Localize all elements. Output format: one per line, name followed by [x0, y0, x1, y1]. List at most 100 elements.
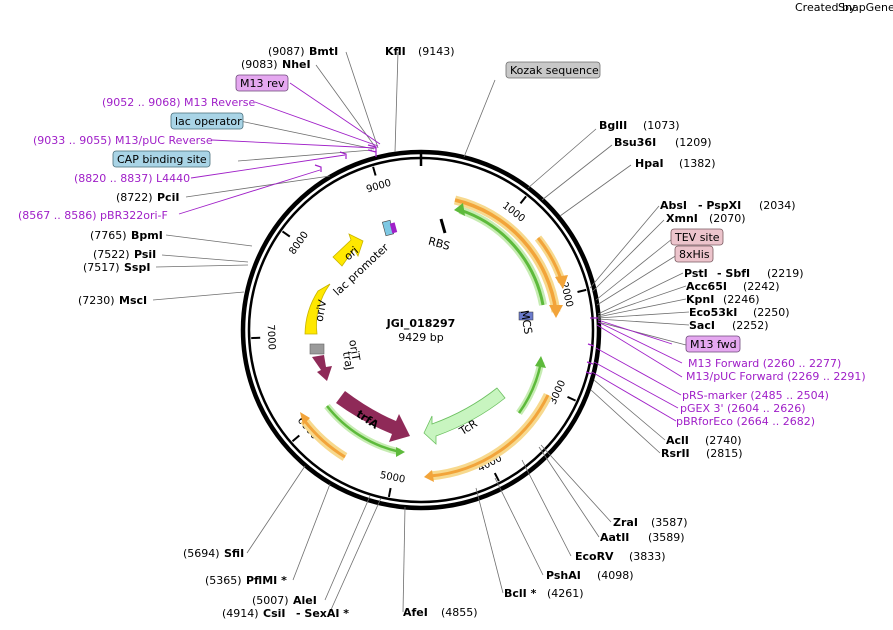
- traJ-label: traJ: [340, 350, 356, 371]
- oriT-feature: [309, 343, 325, 355]
- enzyme-acli-num: (2740): [705, 434, 742, 447]
- enzyme-bmti-num: (9087): [268, 45, 305, 58]
- primer-m13puc-reverse: (9033 .. 9055) M13/pUC Reverse: [33, 134, 213, 147]
- enzyme-aatii-num: (3589): [648, 531, 685, 544]
- enzyme-psii-name: PsiI: [134, 248, 156, 261]
- orange-arc-small-head: [555, 275, 568, 289]
- plasmid-backbone-outer: [240, 149, 602, 511]
- mcs-label: MCS: [518, 309, 535, 335]
- enzyme-sexai-name: - SexAI *: [296, 607, 349, 620]
- rbs-feature: [439, 218, 447, 234]
- enzyme-acc65i-name: Acc65I: [686, 280, 727, 293]
- enzyme-nhei-name: NheI: [282, 58, 311, 71]
- enzyme-pcii-name: PciI: [157, 191, 179, 204]
- enzyme-sspi-name: SspI: [124, 261, 150, 274]
- green-arc-left-head: [396, 447, 405, 457]
- orange-arc-left-head: [300, 412, 310, 425]
- primer-l4440: (8820 .. 8837) L4440: [74, 172, 190, 185]
- tick-mark: [493, 472, 500, 482]
- mcs-feature: [518, 311, 534, 321]
- orange-arc-bottom: [429, 394, 550, 478]
- traJ-feature: [312, 355, 332, 381]
- m13-rev-box: [235, 74, 289, 92]
- m13-fwd-box: [685, 335, 741, 353]
- enzyme-acli-name: AclI: [666, 434, 689, 447]
- tick-label: 7000: [265, 324, 277, 350]
- cap-binding-label: CAP binding site: [117, 153, 207, 166]
- enzyme-kfli-name: KflI: [385, 45, 406, 58]
- enzyme-hpai-name: HpaI: [635, 157, 664, 170]
- enzyme-absi-num: (2034): [759, 199, 796, 212]
- trfA-feature: [336, 391, 410, 442]
- orange-arc-bottom-head: [424, 470, 434, 482]
- enzyme-bpmi-num: (7765): [90, 229, 127, 242]
- enzyme-xmni-name: XmnI: [666, 212, 698, 225]
- trfA-label: trfA: [354, 407, 382, 431]
- enzyme-ecorv-name: EcoRV: [575, 550, 614, 563]
- enzyme-pflmi-num: (5365): [205, 574, 242, 587]
- enzyme-msci-num: (7230): [78, 294, 115, 307]
- primer-m13-reverse: (9052 .. 9068) M13 Reverse: [102, 96, 255, 109]
- enzyme-sfii-name: SfiI: [224, 547, 244, 560]
- his-tag-label: 8xHis: [679, 248, 710, 261]
- enzyme-nhei-num: (9083): [241, 58, 278, 71]
- orange-arc-top: [454, 198, 558, 313]
- enzyme-saci-num: (2252): [732, 319, 769, 332]
- enzyme-pshai-name: PshAI: [546, 569, 581, 582]
- orange-arc-top-head: [549, 305, 563, 318]
- tick-mark: [281, 230, 291, 238]
- enzyme-kpni-name: KpnI: [686, 293, 714, 306]
- orange-arc-left: [302, 419, 346, 459]
- enzyme-bglii-name: BglII: [599, 119, 627, 132]
- enzyme-bpmi-name: BpmI: [131, 229, 163, 242]
- enzyme-csii-name: CsiI: [263, 607, 285, 620]
- ori-feature: [332, 233, 364, 267]
- tick-mark: [291, 434, 300, 443]
- enzyme-eco53ki-name: Eco53kI: [689, 306, 737, 319]
- enzyme-bsu36i-num: (1209): [675, 136, 712, 149]
- kozak-box: [505, 61, 601, 79]
- enzyme-zrai-num: (3587): [651, 516, 688, 529]
- tick-label: 9000: [365, 178, 393, 196]
- green-arc-right-head: [535, 356, 546, 368]
- enzyme-kpni-num: (2246): [723, 293, 760, 306]
- enzyme-psii-num: (7522): [93, 248, 130, 261]
- enzyme-bmti-name: BmtI: [309, 45, 338, 58]
- enzyme-bglii-num: (1073): [643, 119, 680, 132]
- primer-leader-lines: [178, 82, 683, 422]
- m13-rev-label: M13 rev: [240, 77, 285, 90]
- primer-pgex3: pGEX 3' (2604 .. 2626): [680, 402, 806, 415]
- tick-mark: [519, 195, 527, 205]
- oriT-label: oriT: [346, 339, 363, 362]
- enzyme-leader-lines: [152, 51, 690, 613]
- his-tag-box: [674, 245, 714, 263]
- TcR-feature: [423, 387, 506, 445]
- enzyme-xmni-num: (2070): [709, 212, 746, 225]
- green-arc-top: [459, 208, 545, 306]
- enzyme-pspxi-name: - PspXI: [698, 199, 741, 212]
- enzyme-ecorv-num: (3833): [629, 550, 666, 563]
- m13-fwd-label: M13 fwd: [690, 338, 737, 351]
- enzyme-bsu36i-name: Bsu36I: [614, 136, 656, 149]
- kozak-label: Kozak sequence: [510, 64, 599, 77]
- enzyme-sfii-num: (5694): [183, 547, 220, 560]
- tick-label: 8000: [287, 230, 311, 257]
- oriV-label: oriV: [313, 298, 330, 322]
- lac-operator-box: [170, 112, 244, 130]
- created-by-label: Created by: [795, 1, 856, 14]
- tick-mark: [567, 395, 577, 402]
- primer-pbr322ori-f: (8567 .. 8586) pBR322ori-F: [18, 209, 168, 222]
- plasmid-name: JGI_018297: [386, 317, 456, 330]
- tick-mark: [387, 487, 392, 498]
- primer-prs-marker: pRS-marker (2485 .. 2504): [682, 389, 829, 402]
- plasmid-length: 9429 bp: [398, 331, 443, 344]
- enzyme-bcli-num: (4261): [547, 587, 584, 600]
- enzyme-rsrii-num: (2815): [706, 447, 743, 460]
- primer-marks: [314, 144, 598, 375]
- enzyme-afei-num: (4855): [441, 606, 478, 619]
- enzyme-bcli-name: BclI *: [504, 587, 537, 600]
- enzyme-rsrii-name: RsrII: [661, 447, 690, 460]
- enzyme-eco53ki-num: (2250): [753, 306, 790, 319]
- enzyme-sbfi-name: - SbfI: [717, 267, 750, 280]
- tick-label: 5000: [379, 470, 406, 486]
